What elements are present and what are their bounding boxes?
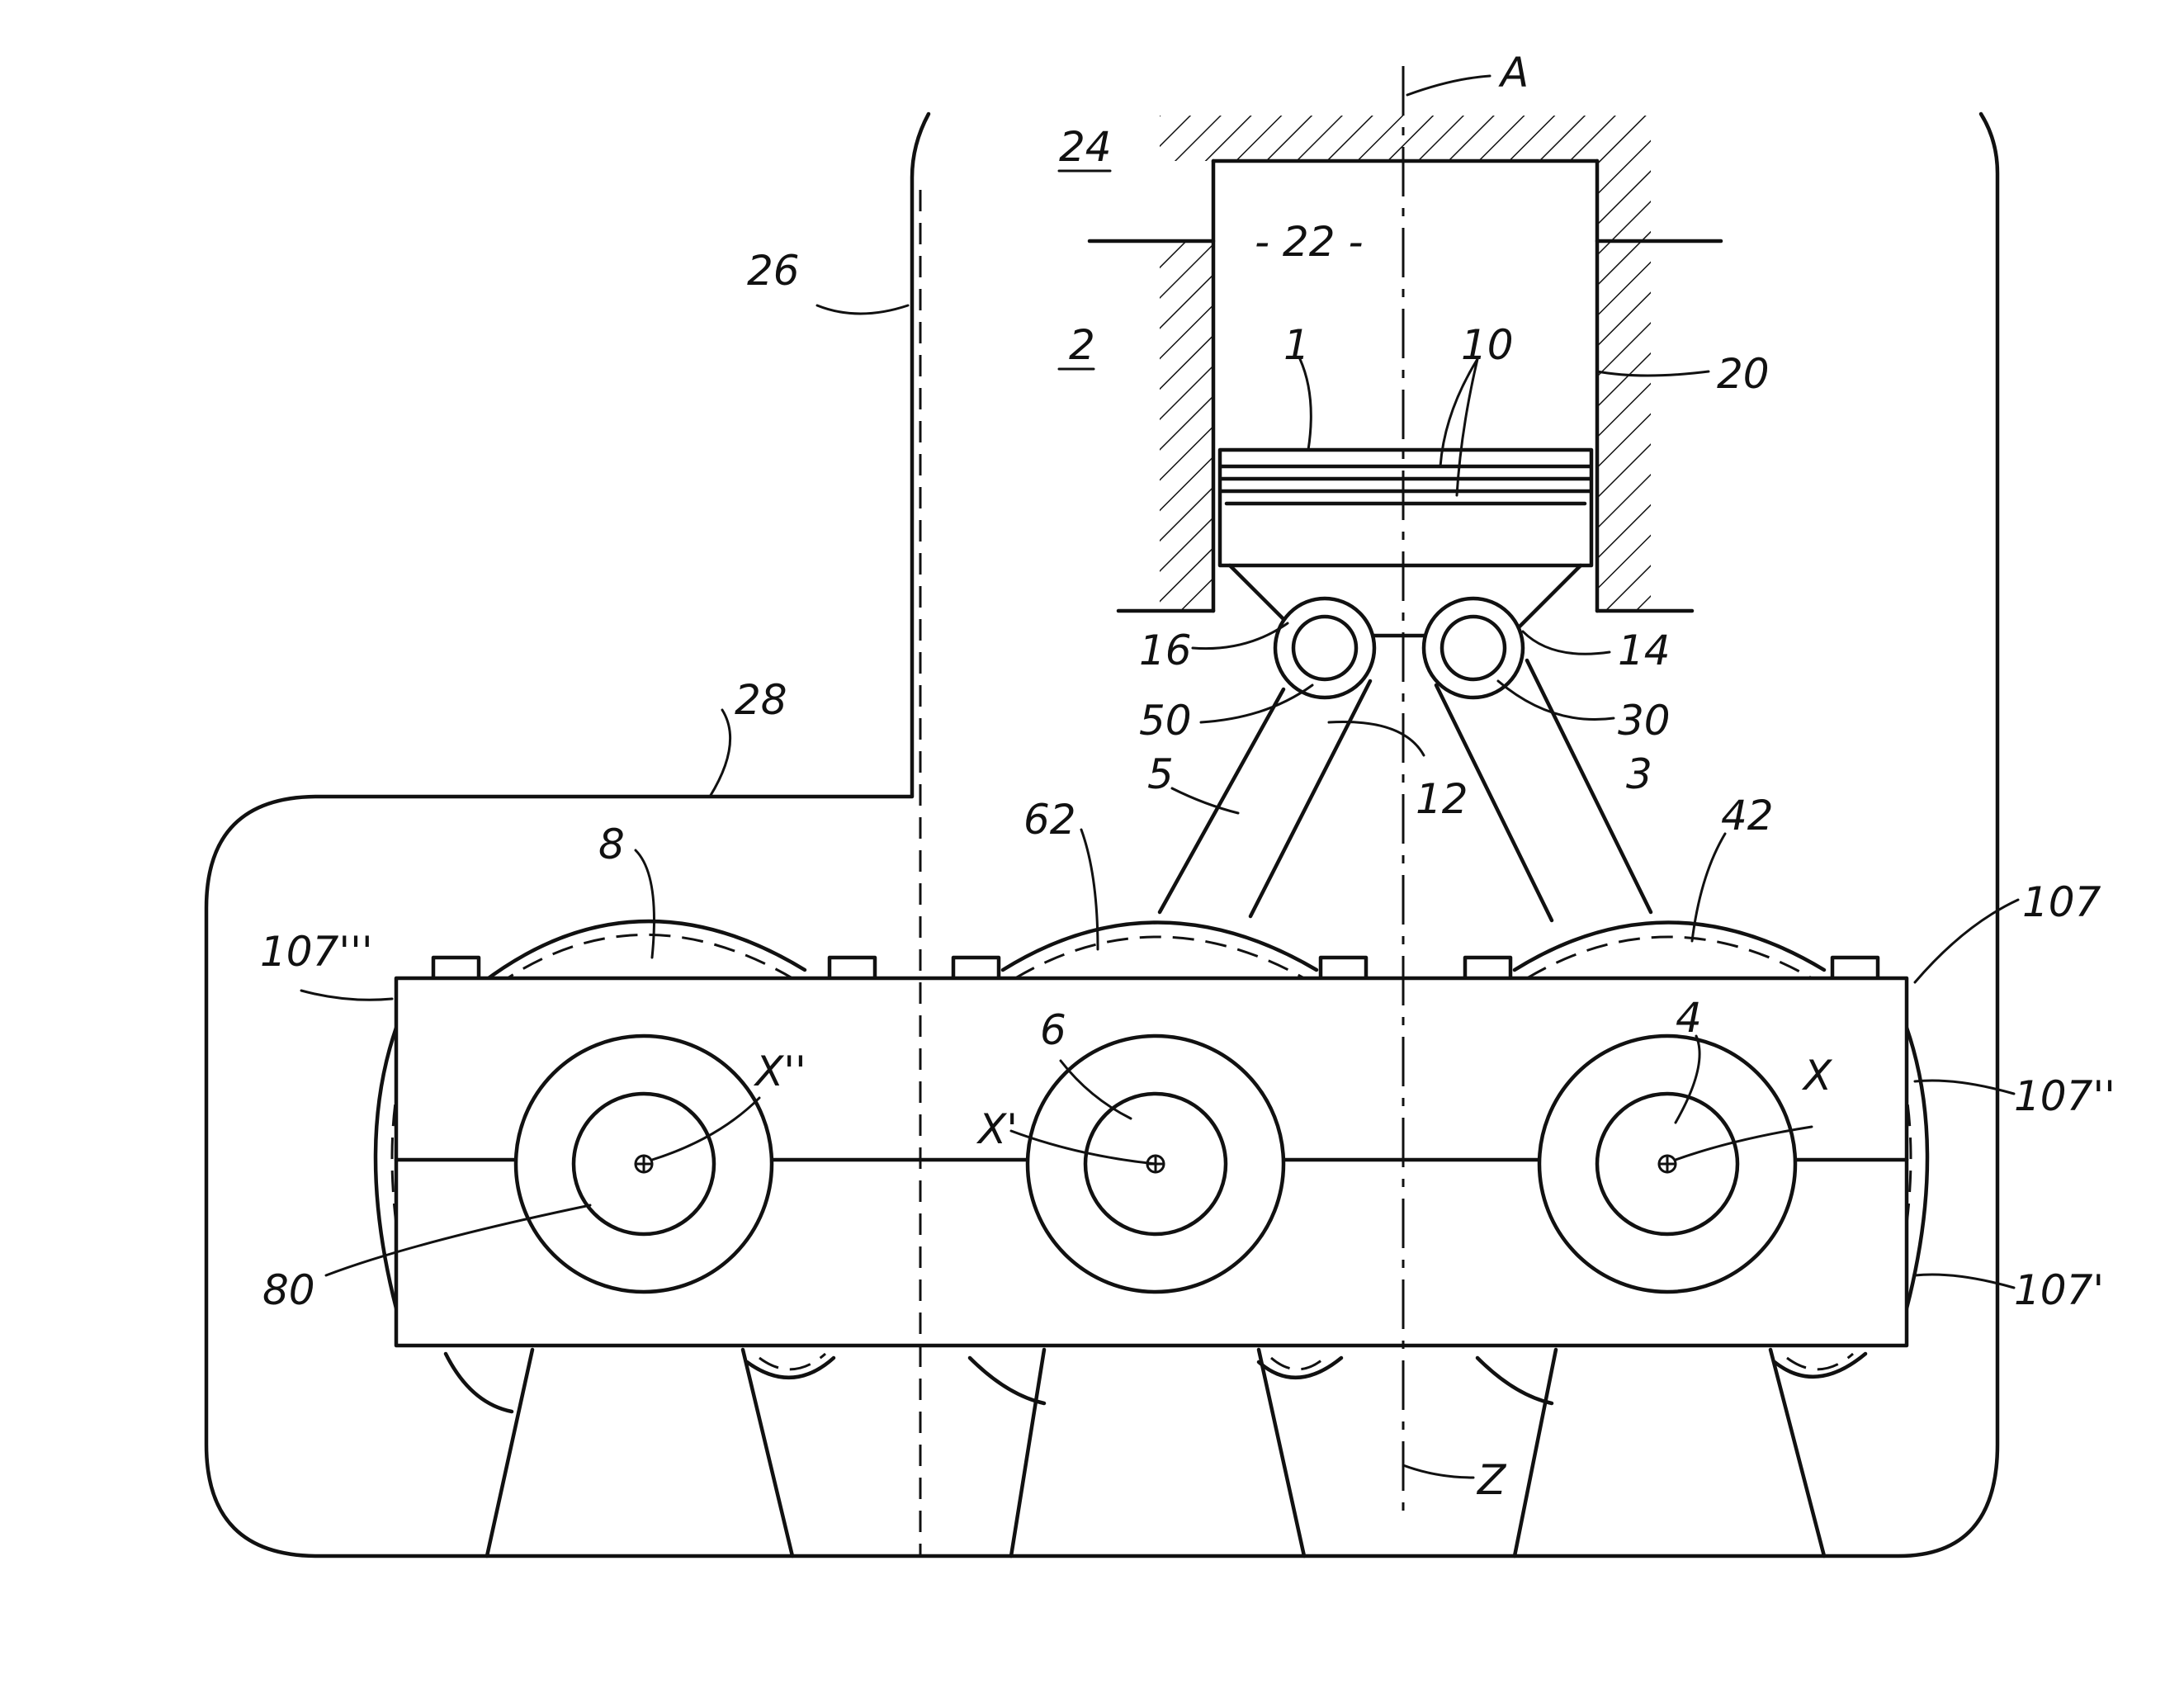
label-6: 6 <box>1040 1006 1066 1054</box>
main-bearing-4 <box>1539 1036 1795 1292</box>
crank-web-42 <box>1515 923 1824 979</box>
label-107-triple: 107''' <box>260 928 373 976</box>
label-28: 28 <box>735 676 787 724</box>
label-8: 8 <box>598 821 625 868</box>
wrist-pin-14 <box>1424 598 1523 698</box>
label-30: 30 <box>1618 697 1671 745</box>
label-14: 14 <box>1618 627 1671 674</box>
label-62: 62 <box>1023 796 1076 844</box>
piston <box>1220 450 1591 636</box>
label-42: 42 <box>1721 792 1774 840</box>
side-web-left <box>376 1028 396 1308</box>
label-x-double: X'' <box>753 1048 806 1095</box>
lower-webs <box>446 1354 1865 1412</box>
label-22: - 22 - <box>1255 218 1364 266</box>
label-axis-a: A <box>1498 49 1529 97</box>
wrist-pin-16 <box>1275 598 1374 698</box>
label-26: 26 <box>747 247 800 295</box>
label-20: 20 <box>1717 350 1770 398</box>
crank-web-62 <box>1003 923 1317 979</box>
label-2: 2 <box>1069 321 1095 369</box>
label-4: 4 <box>1676 994 1702 1042</box>
label-107-double: 107'' <box>2014 1072 2115 1120</box>
label-50: 50 <box>1139 697 1192 745</box>
label-10: 10 <box>1461 321 1514 369</box>
label-5: 5 <box>1147 750 1174 798</box>
main-bearing-80 <box>516 1036 772 1292</box>
label-x: X <box>1801 1052 1833 1100</box>
label-1: 1 <box>1283 321 1310 369</box>
side-web-right <box>1907 1028 1927 1308</box>
pedestals <box>487 1350 1824 1556</box>
label-107-single: 107' <box>2014 1266 2104 1314</box>
label-x-single: X' <box>976 1105 1018 1153</box>
label-24: 24 <box>1059 123 1112 171</box>
label-80: 80 <box>262 1266 315 1314</box>
label-axis-z: Z <box>1476 1456 1507 1504</box>
label-16: 16 <box>1139 627 1192 674</box>
label-3: 3 <box>1626 750 1652 798</box>
label-12: 12 <box>1416 775 1468 823</box>
label-107: 107 <box>2022 878 2101 926</box>
